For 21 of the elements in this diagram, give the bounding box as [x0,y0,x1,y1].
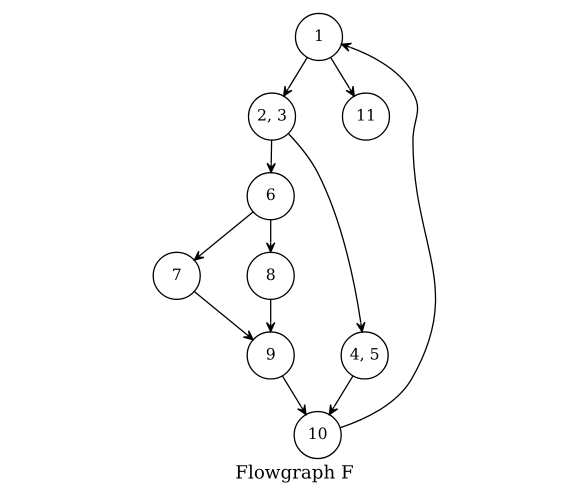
node-circle: 2, 3 [247,92,296,141]
arrow [281,376,306,416]
arrow [339,42,436,428]
node-circle: 1 [294,12,343,62]
node-circle: 11 [341,92,390,141]
node-circle: 8 [246,252,294,300]
node-circle: 6 [246,172,294,220]
arrow [288,133,366,332]
arrow [265,220,275,253]
arrow [266,140,276,174]
arrow [193,291,254,340]
node-circle: 4, 5 [340,331,388,380]
node-circle: 7 [152,252,200,300]
caption: Flowgraph F [234,462,354,484]
node-circle: 9 [246,331,294,380]
node-circle: 10 [293,410,342,460]
arrow [328,376,353,416]
arrow [265,299,275,332]
arrow [282,57,308,97]
arrow [193,211,253,261]
arrow [330,57,354,97]
